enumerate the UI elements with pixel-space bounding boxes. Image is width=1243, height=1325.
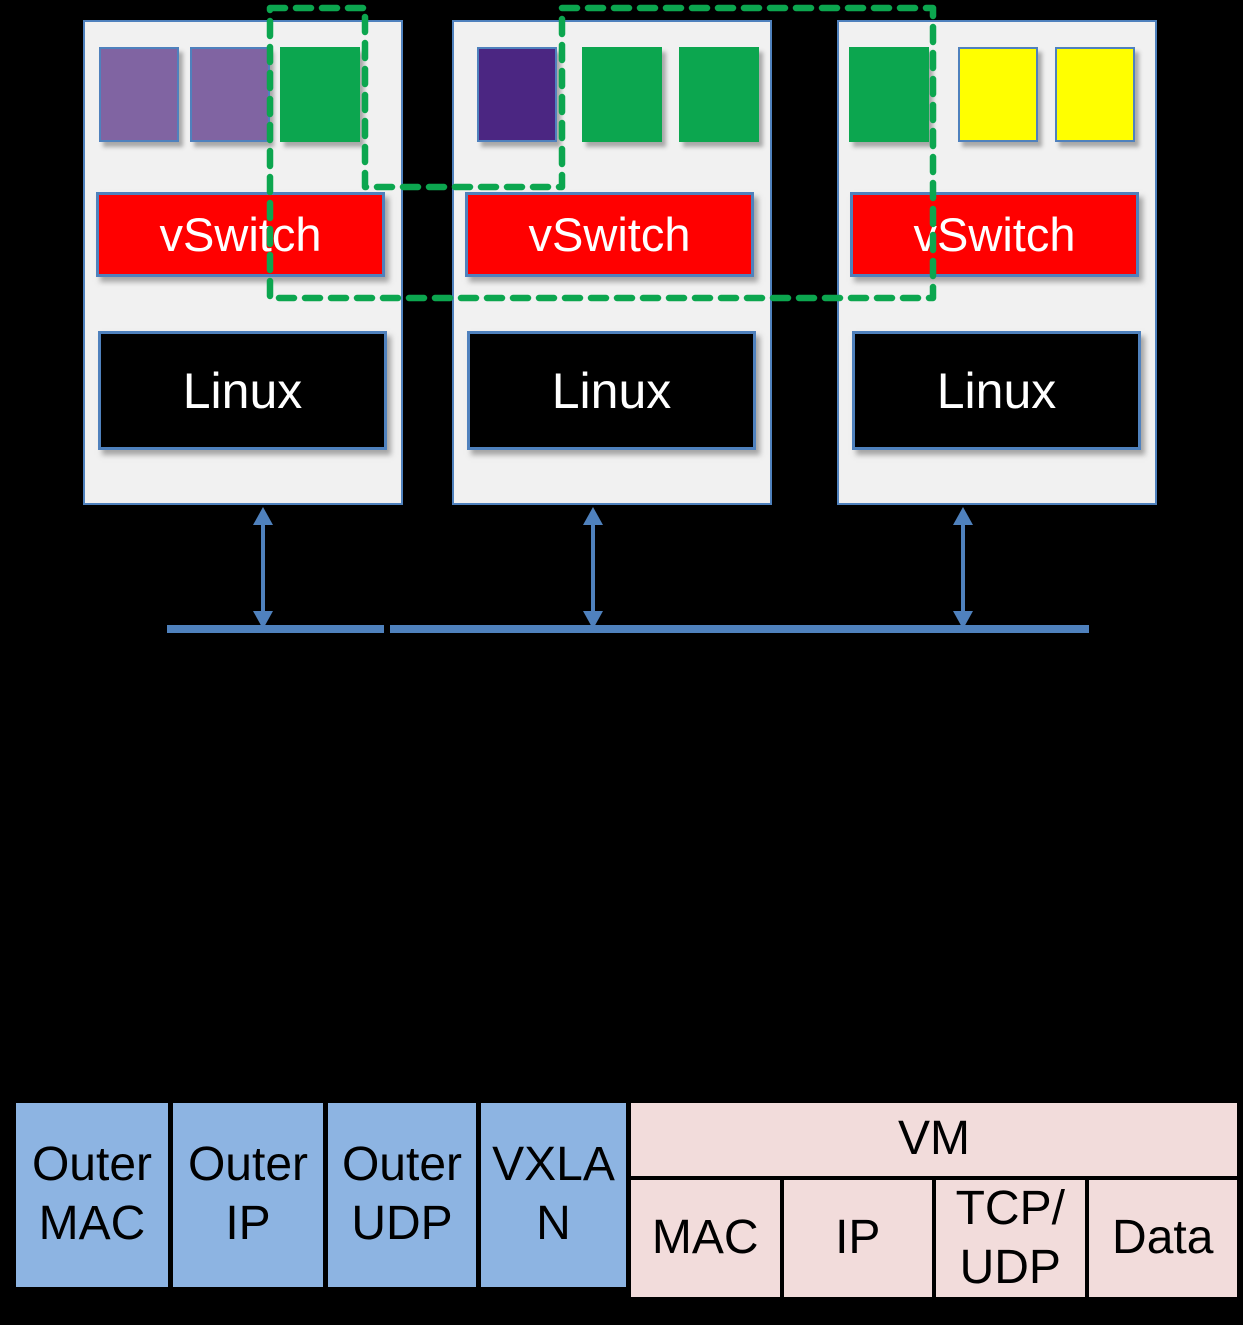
vm-data-cell: Data: [1084, 1180, 1237, 1298]
cell-line: VXLA: [492, 1138, 615, 1192]
vm-payload-group: VM MAC IP TCP/ UDP Data: [626, 1103, 1237, 1298]
vm-mac-cell: MAC: [631, 1180, 780, 1298]
vm-square-yellow: [958, 47, 1038, 142]
vm-square-green: [849, 47, 929, 142]
vm-square-purple: [190, 47, 270, 142]
linux-bar: Linux: [467, 331, 756, 450]
cell-line: TCP/: [955, 1182, 1065, 1235]
host2-network-arrow: [583, 507, 603, 629]
vswitch-label: vSwitch: [528, 208, 691, 261]
vm-tcp-udp-cell: TCP/ UDP: [932, 1180, 1085, 1298]
linux-bar: Linux: [98, 331, 387, 450]
vswitch-label: vSwitch: [159, 208, 322, 261]
linux-label: Linux: [551, 362, 672, 419]
cell-line: MAC: [651, 1211, 759, 1265]
cell-line: Outer: [31, 1138, 153, 1192]
cell-line: UDP: [959, 1240, 1061, 1294]
linux-label: Linux: [182, 362, 303, 419]
cell-line: UDP: [351, 1197, 453, 1250]
vm-row: [454, 22, 770, 172]
vswitch-bar: vSwitch: [465, 192, 754, 277]
vxlan-packet-format-table: Outer MAC Outer IP Outer UDP VXLA N VM M…: [13, 1100, 1240, 1298]
vxlan-cell: VXLA N: [476, 1103, 626, 1287]
outer-mac-cell: Outer MAC: [16, 1103, 168, 1287]
outer-udp-cell: Outer UDP: [323, 1103, 476, 1287]
vm-square-dark_purple: [477, 47, 557, 142]
host-box-1: vSwitch Linux: [83, 20, 403, 505]
vm-square-green: [582, 47, 662, 142]
vm-group-header: VM: [631, 1103, 1237, 1180]
cell-line: N: [536, 1197, 571, 1250]
vm-group-label: VM: [898, 1112, 970, 1166]
vm-row: [839, 22, 1155, 172]
vm-square-green: [679, 47, 759, 142]
vm-square-yellow: [1055, 47, 1135, 142]
vswitch-bar: vSwitch: [96, 192, 385, 277]
cell-line: Data: [1112, 1211, 1214, 1265]
cell-line: IP: [835, 1211, 881, 1265]
vm-square-green: [280, 47, 360, 142]
vswitch-bar: vSwitch: [850, 192, 1139, 277]
linux-bar: Linux: [852, 331, 1141, 450]
vm-square-purple: [99, 47, 179, 142]
host-box-2: vSwitch Linux: [452, 20, 772, 505]
cell-line: Outer: [187, 1138, 309, 1192]
outer-ip-cell: Outer IP: [168, 1103, 323, 1287]
linux-label: Linux: [936, 362, 1057, 419]
vm-ip-cell: IP: [779, 1180, 932, 1298]
host1-network-arrow: [253, 507, 273, 629]
host-box-3: vSwitch Linux: [837, 20, 1157, 505]
vm-subrow: MAC IP TCP/ UDP Data: [631, 1180, 1237, 1298]
vm-row: [85, 22, 401, 172]
vswitch-label: vSwitch: [913, 208, 1076, 261]
cell-line: IP: [225, 1197, 271, 1250]
host3-network-arrow: [953, 507, 973, 629]
physical-network-line-left: [167, 625, 384, 633]
physical-network-line-right: [390, 625, 1089, 633]
cell-line: Outer: [341, 1138, 463, 1192]
cell-line: MAC: [38, 1197, 146, 1250]
